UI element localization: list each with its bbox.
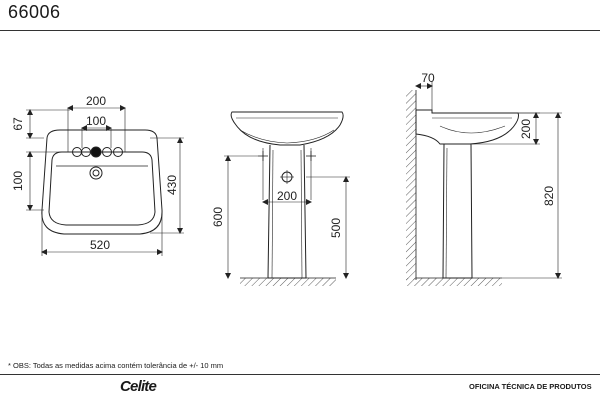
side-dim-600: 600	[211, 207, 225, 227]
profile-dim-200: 200	[519, 119, 533, 139]
front-view	[26, 105, 184, 256]
side-dim-500: 500	[329, 218, 343, 238]
profile-floor	[406, 278, 502, 286]
profile-view	[406, 82, 562, 286]
profile-bowl	[415, 109, 519, 145]
tap-hole-center	[90, 146, 102, 158]
tap-hole-right-inner	[102, 147, 112, 157]
side-pedestal	[267, 144, 307, 279]
tolerance-note: * OBS: Todas as medidas acima contém tol…	[8, 361, 224, 370]
front-dim-520: 520	[90, 238, 110, 252]
profile-dim-70: 70	[421, 71, 435, 85]
side-bowl	[230, 111, 344, 146]
front-dim-200: 200	[86, 94, 106, 108]
drain-inner	[92, 169, 100, 177]
profile-wall	[406, 90, 416, 280]
front-dim-430: 430	[165, 175, 179, 195]
bowl-inner	[48, 151, 156, 226]
footer-divider	[0, 374, 600, 375]
department-label: OFICINA TÉCNICA DE PRODUTOS	[469, 382, 592, 391]
model-number: 66006	[8, 2, 61, 22]
basin-outline	[41, 129, 163, 235]
drain-outer	[89, 166, 103, 180]
brand-logo: Celite	[120, 378, 157, 395]
header-divider	[0, 30, 600, 31]
tap-hole-right	[113, 147, 123, 157]
front-dim-100-left: 100	[11, 171, 25, 191]
side-dim-200: 200	[277, 189, 297, 203]
profile-pedestal	[442, 143, 473, 279]
profile-dim-820: 820	[542, 186, 556, 206]
front-dim-67: 67	[11, 117, 25, 131]
front-dim-100-top: 100	[86, 114, 106, 128]
side-floor	[240, 278, 336, 286]
side-view	[224, 111, 350, 286]
